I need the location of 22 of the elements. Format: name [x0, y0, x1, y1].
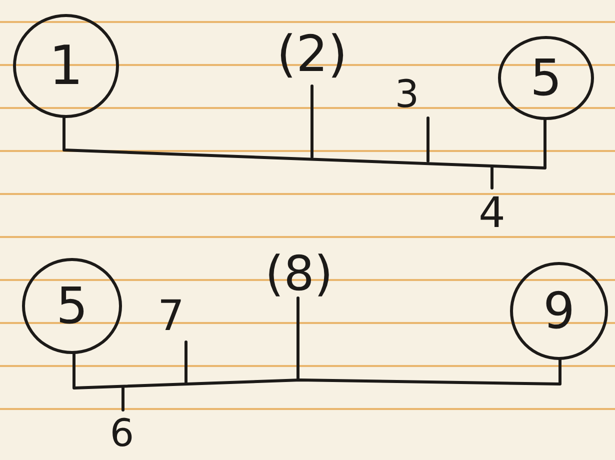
number-circle: [22, 258, 122, 354]
number-text: 7: [158, 295, 184, 337]
number-text: 3: [394, 75, 420, 113]
number-text: (2): [276, 29, 348, 79]
tick-line: [122, 386, 124, 412]
number-circle: [13, 14, 119, 118]
number-text: 1: [48, 39, 84, 93]
number-text: 5: [530, 53, 562, 103]
number-circle: [510, 262, 608, 360]
number-text: 6: [110, 414, 134, 452]
tick-line: [296, 296, 300, 382]
number-text: 5: [56, 281, 88, 331]
tick-line: [426, 116, 430, 162]
tick-line: [490, 164, 494, 190]
tick-line: [184, 340, 188, 384]
number-text: 4: [478, 192, 506, 234]
number-text: 9: [543, 286, 575, 336]
number-circle: [498, 36, 594, 120]
number-text: (8): [265, 250, 333, 298]
bracket-line: [62, 116, 546, 170]
bracket-line: [72, 352, 562, 390]
tick-line: [310, 84, 314, 158]
